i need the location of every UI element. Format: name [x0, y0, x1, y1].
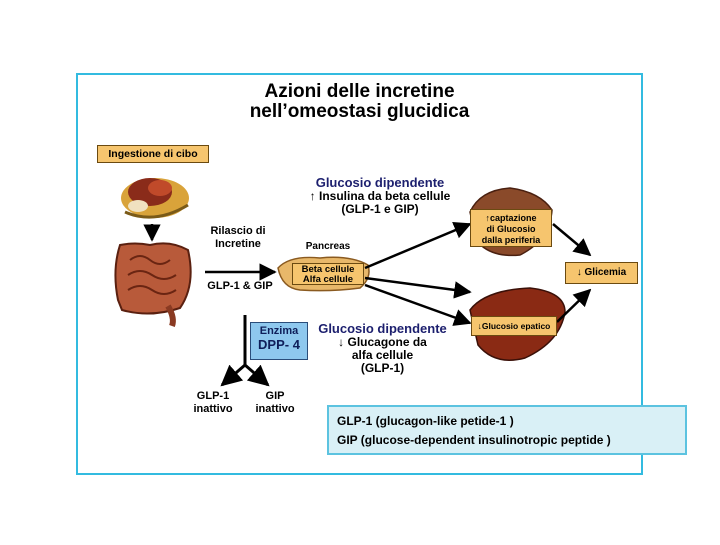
gip-inattivo-line-1: GIP	[265, 390, 285, 402]
arrow-liver-to-glicemia	[556, 288, 592, 323]
arrow-dpp4-glp1	[220, 363, 246, 387]
rilascio-line-1: Rilascio di	[210, 225, 266, 237]
captazione-line-3: dalla periferia	[481, 235, 541, 245]
intestine-image	[114, 242, 192, 328]
arrow-captazione-to-glicemia	[552, 223, 592, 257]
glucagon-block: Glucosio dipendente ↓ Glucagone da alfa …	[305, 321, 460, 375]
alfa-cellule-label: Alfa cellule	[302, 274, 354, 285]
glp1-inattivo-line-2: inattivo	[193, 403, 233, 415]
glp1-inattivo-label: GLP-1 inattivo	[188, 390, 238, 416]
title-line-1: Azioni delle incretine	[264, 81, 455, 102]
bottom-line-3: (GLP-1)	[360, 361, 405, 375]
arrow-pancreas-to-liver-top	[364, 276, 472, 299]
captazione-box: ↑captazione di Glucosio dalla periferia	[470, 209, 552, 247]
pancreas-label: Pancreas	[305, 241, 351, 252]
pancreas-cells-box: Beta cellule Alfa cellule	[292, 263, 364, 285]
enzima-dpp4-box: Enzima DPP- 4	[250, 322, 308, 360]
title-line-2: nell’omeostasi glucidica	[249, 101, 470, 122]
insulin-block: Glucosio dipendente ↑ Insulina da beta c…	[300, 175, 460, 216]
abbreviations-legend: GLP-1 (glucagon-like petide-1 ) GIP (glu…	[327, 405, 687, 455]
captazione-line-1: captazione	[489, 213, 537, 223]
arrow-pancreas-to-liver	[364, 283, 472, 326]
up-arrow-small-icon: ↑	[485, 213, 490, 223]
glucosio-epatico-label: Glucosio epatico	[481, 321, 551, 331]
legend-line-2: GIP (glucose-dependent insulinotropic pe…	[337, 433, 611, 447]
bottom-heading: Glucosio dipendente	[318, 321, 447, 336]
glucosio-epatico-box: ↓Glucosio epatico	[471, 316, 557, 336]
captazione-line-2: di Glucosio	[486, 224, 536, 234]
down-arrow-glicemia-icon: ↓	[576, 267, 582, 278]
arrow-pancreas-to-captazione	[364, 222, 472, 270]
glp-gip-label: GLP-1 & GIP	[207, 280, 273, 292]
glicemia-label: Glicemia	[584, 267, 627, 278]
food-image	[121, 165, 189, 223]
top-line-2: (GLP-1 e GIP)	[341, 202, 419, 216]
down-arrow-icon: ↓	[338, 335, 345, 349]
top-line-1: Insulina da beta cellule	[318, 189, 451, 203]
glicemia-box: ↓ Glicemia	[565, 262, 638, 284]
bottom-line-1: Glucagone da	[347, 335, 427, 349]
gip-inattivo-line-2: inattivo	[255, 403, 295, 415]
rilascio-line-2: Incretine	[215, 238, 261, 250]
diagram-title: Azioni delle incretine nell’omeostasi gl…	[76, 82, 643, 122]
legend-line-1: GLP-1 (glucagon-like petide-1 )	[337, 414, 514, 428]
enzima-line-1: Enzima	[259, 325, 299, 337]
rilascio-label: Rilascio di Incretine	[198, 225, 278, 251]
gip-inattivo-label: GIP inattivo	[252, 390, 298, 416]
arrow-dpp4-gip	[244, 363, 270, 387]
bottom-line-2: alfa cellule	[351, 348, 414, 362]
enzima-line-2: DPP- 4	[258, 337, 300, 352]
top-heading: Glucosio dipendente	[315, 175, 445, 190]
glp1-inattivo-line-1: GLP-1	[196, 390, 230, 402]
up-arrow-icon: ↑	[309, 189, 316, 203]
beta-cellule-label: Beta cellule	[301, 264, 355, 275]
ingestione-label: Ingestione di cibo	[97, 145, 209, 163]
down-arrow-epatico-icon: ↓	[477, 321, 482, 331]
